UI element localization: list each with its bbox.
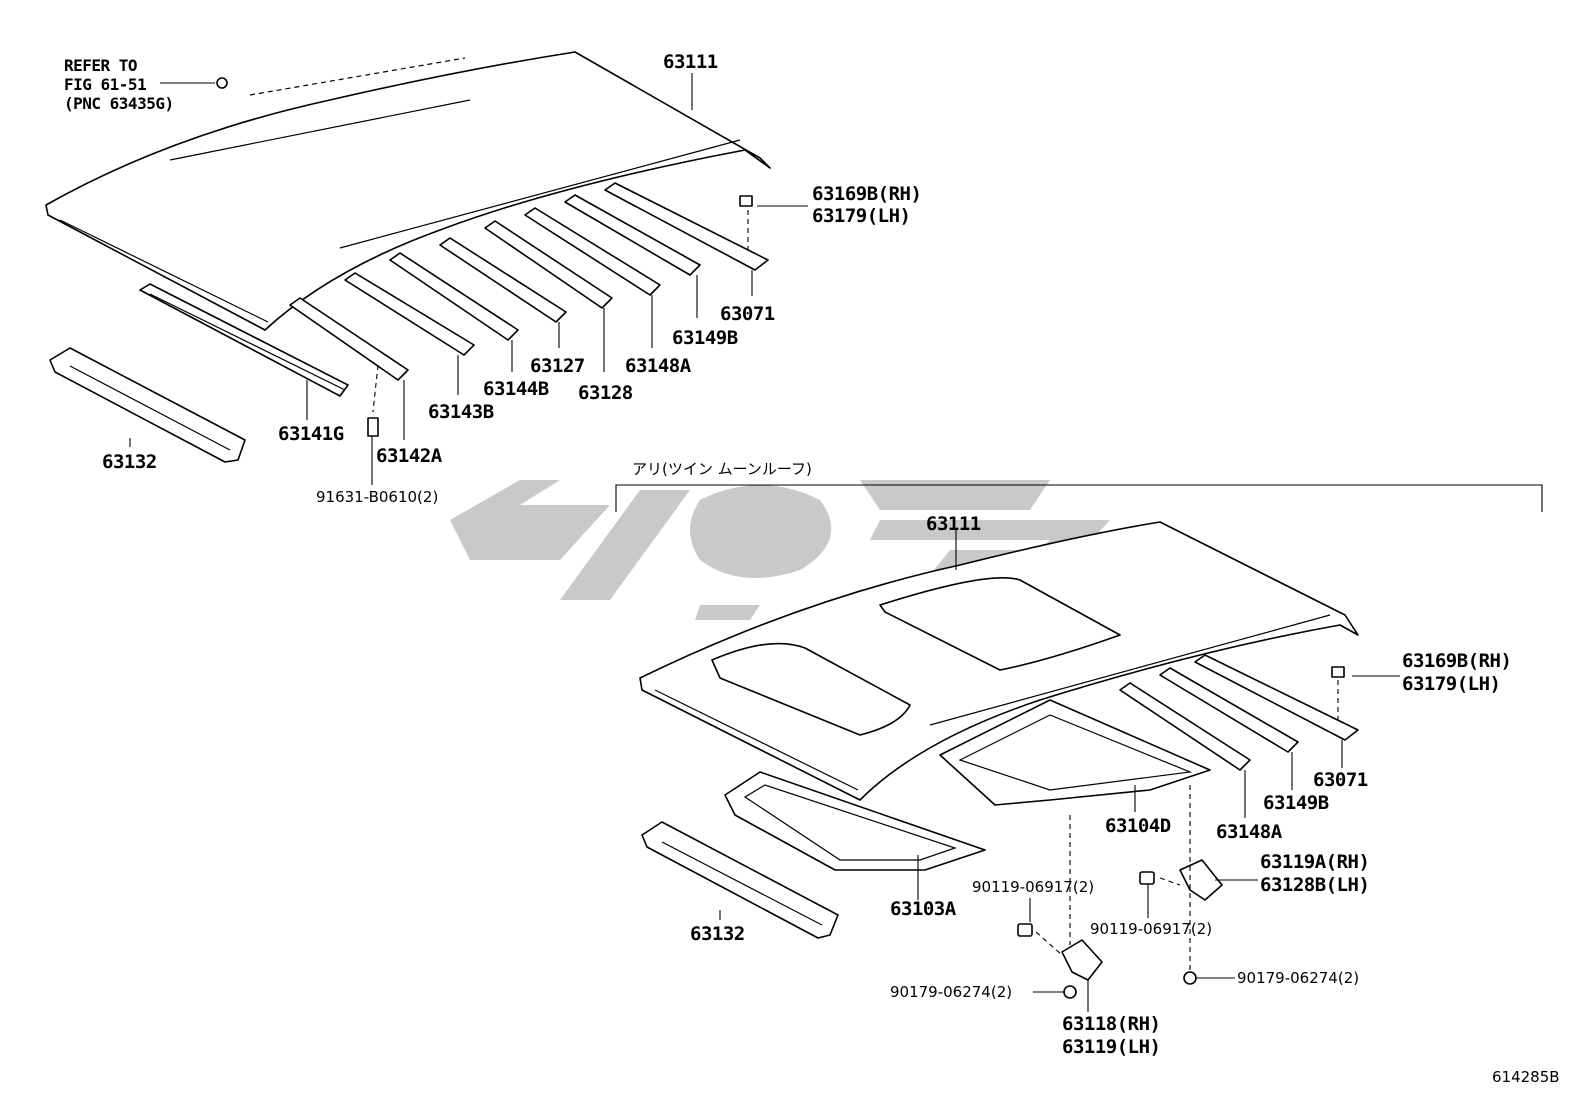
bolt-lower-icon [1017, 923, 1033, 937]
upper-label-bolt: 91631-B0610(2) [316, 488, 438, 506]
upper-bow-63149B [564, 194, 701, 276]
lower-label-63104D: 63104D [1105, 815, 1171, 837]
upper-bolt-icon [367, 417, 379, 437]
upper-front-header [49, 347, 246, 463]
upper-bow-63148A [524, 207, 661, 296]
upper-bow-63128 [484, 220, 613, 309]
upper-assembly [45, 51, 808, 485]
section-caption: アリ(ツイン ムーンルーフ) [632, 460, 812, 478]
lower-assembly [639, 521, 1400, 1012]
lower-label-63148A: 63148A [1216, 821, 1283, 843]
lower-label-63103A: 63103A [890, 898, 957, 920]
bolt-upper-icon [1139, 871, 1155, 885]
upper-label-63127: 63127 [530, 355, 585, 377]
lower-bow-63148A [1119, 682, 1251, 771]
lower-bow-63149B [1159, 667, 1299, 753]
upper-bow-63127 [439, 237, 567, 323]
lower-bow-63071 [1194, 654, 1359, 741]
lower-label-63071: 63071 [1313, 769, 1368, 791]
upper-label-63111: 63111 [663, 51, 718, 73]
lower-label-bolt-lower: 90119-06917(2) [1090, 920, 1212, 938]
refer-line-1: REFER TO [64, 56, 137, 75]
lower-bracket-63118 [1061, 939, 1103, 981]
upper-label-63149B: 63149B [672, 327, 738, 349]
lower-label-nut-right: 90179-06274(2) [1237, 969, 1359, 987]
lower-label-63132: 63132 [690, 923, 745, 945]
upper-label-63128: 63128 [578, 382, 633, 404]
upper-label-63143B: 63143B [428, 401, 494, 423]
lower-front-header [641, 821, 839, 939]
front-sunroof-opening [711, 642, 911, 736]
lower-frame-63104D [939, 699, 1211, 806]
lower-label-63119: 63119(LH) [1062, 1036, 1160, 1058]
upper-label-63142A: 63142A [376, 445, 443, 467]
upper-label-63132: 63132 [102, 451, 157, 473]
lower-label-63119A: 63119A(RH) [1260, 851, 1369, 873]
refer-line-3: (PNC 63435G) [64, 94, 174, 113]
upper-label-63141G: 63141G [278, 423, 344, 445]
upper-label-63071: 63071 [720, 303, 775, 325]
lower-label-nut-left: 90179-06274(2) [890, 983, 1012, 1001]
lower-label-63179: 63179(LH) [1402, 673, 1500, 695]
lower-label-63169B: 63169B(RH) [1402, 650, 1511, 672]
lower-label-63118: 63118(RH) [1062, 1013, 1160, 1035]
refer-line-2: FIG 61-51 [64, 75, 146, 94]
upper-bow-63071 [604, 182, 769, 271]
upper-roof-panel [45, 51, 771, 331]
rear-sunroof-opening [879, 576, 1121, 671]
section-bracket: アリ(ツイン ムーンルーフ) [615, 460, 1543, 512]
lower-labels: 63111 63169B(RH) 63179(LH) 63071 63149B … [690, 513, 1512, 1058]
lower-label-63128B: 63128B(LH) [1260, 874, 1369, 896]
upper-bow-63144B [389, 252, 519, 341]
upper-bracket-63169B [739, 195, 753, 207]
lower-label-bolt-upper: 90119-06917(2) [972, 878, 1094, 896]
lower-frame-63103A [724, 771, 986, 871]
figure-code: 614285B [1492, 1068, 1560, 1086]
upper-labels: REFER TO FIG 61-51 (PNC 63435G) 63111 63… [64, 51, 922, 506]
upper-label-63179: 63179(LH) [812, 205, 910, 227]
upper-bow-63142A [289, 297, 409, 381]
upper-bow-63143B [344, 272, 475, 356]
upper-label-63169B: 63169B(RH) [812, 183, 921, 205]
upper-label-63144B: 63144B [483, 378, 549, 400]
nut-left-icon [1063, 985, 1077, 999]
lower-label-63111: 63111 [926, 513, 981, 535]
nut-right-icon [1183, 971, 1197, 985]
lower-label-63149B: 63149B [1263, 792, 1329, 814]
lower-bracket-63169B [1331, 666, 1345, 678]
upper-label-63148A: 63148A [625, 355, 692, 377]
upper-clip-icon [216, 77, 228, 89]
